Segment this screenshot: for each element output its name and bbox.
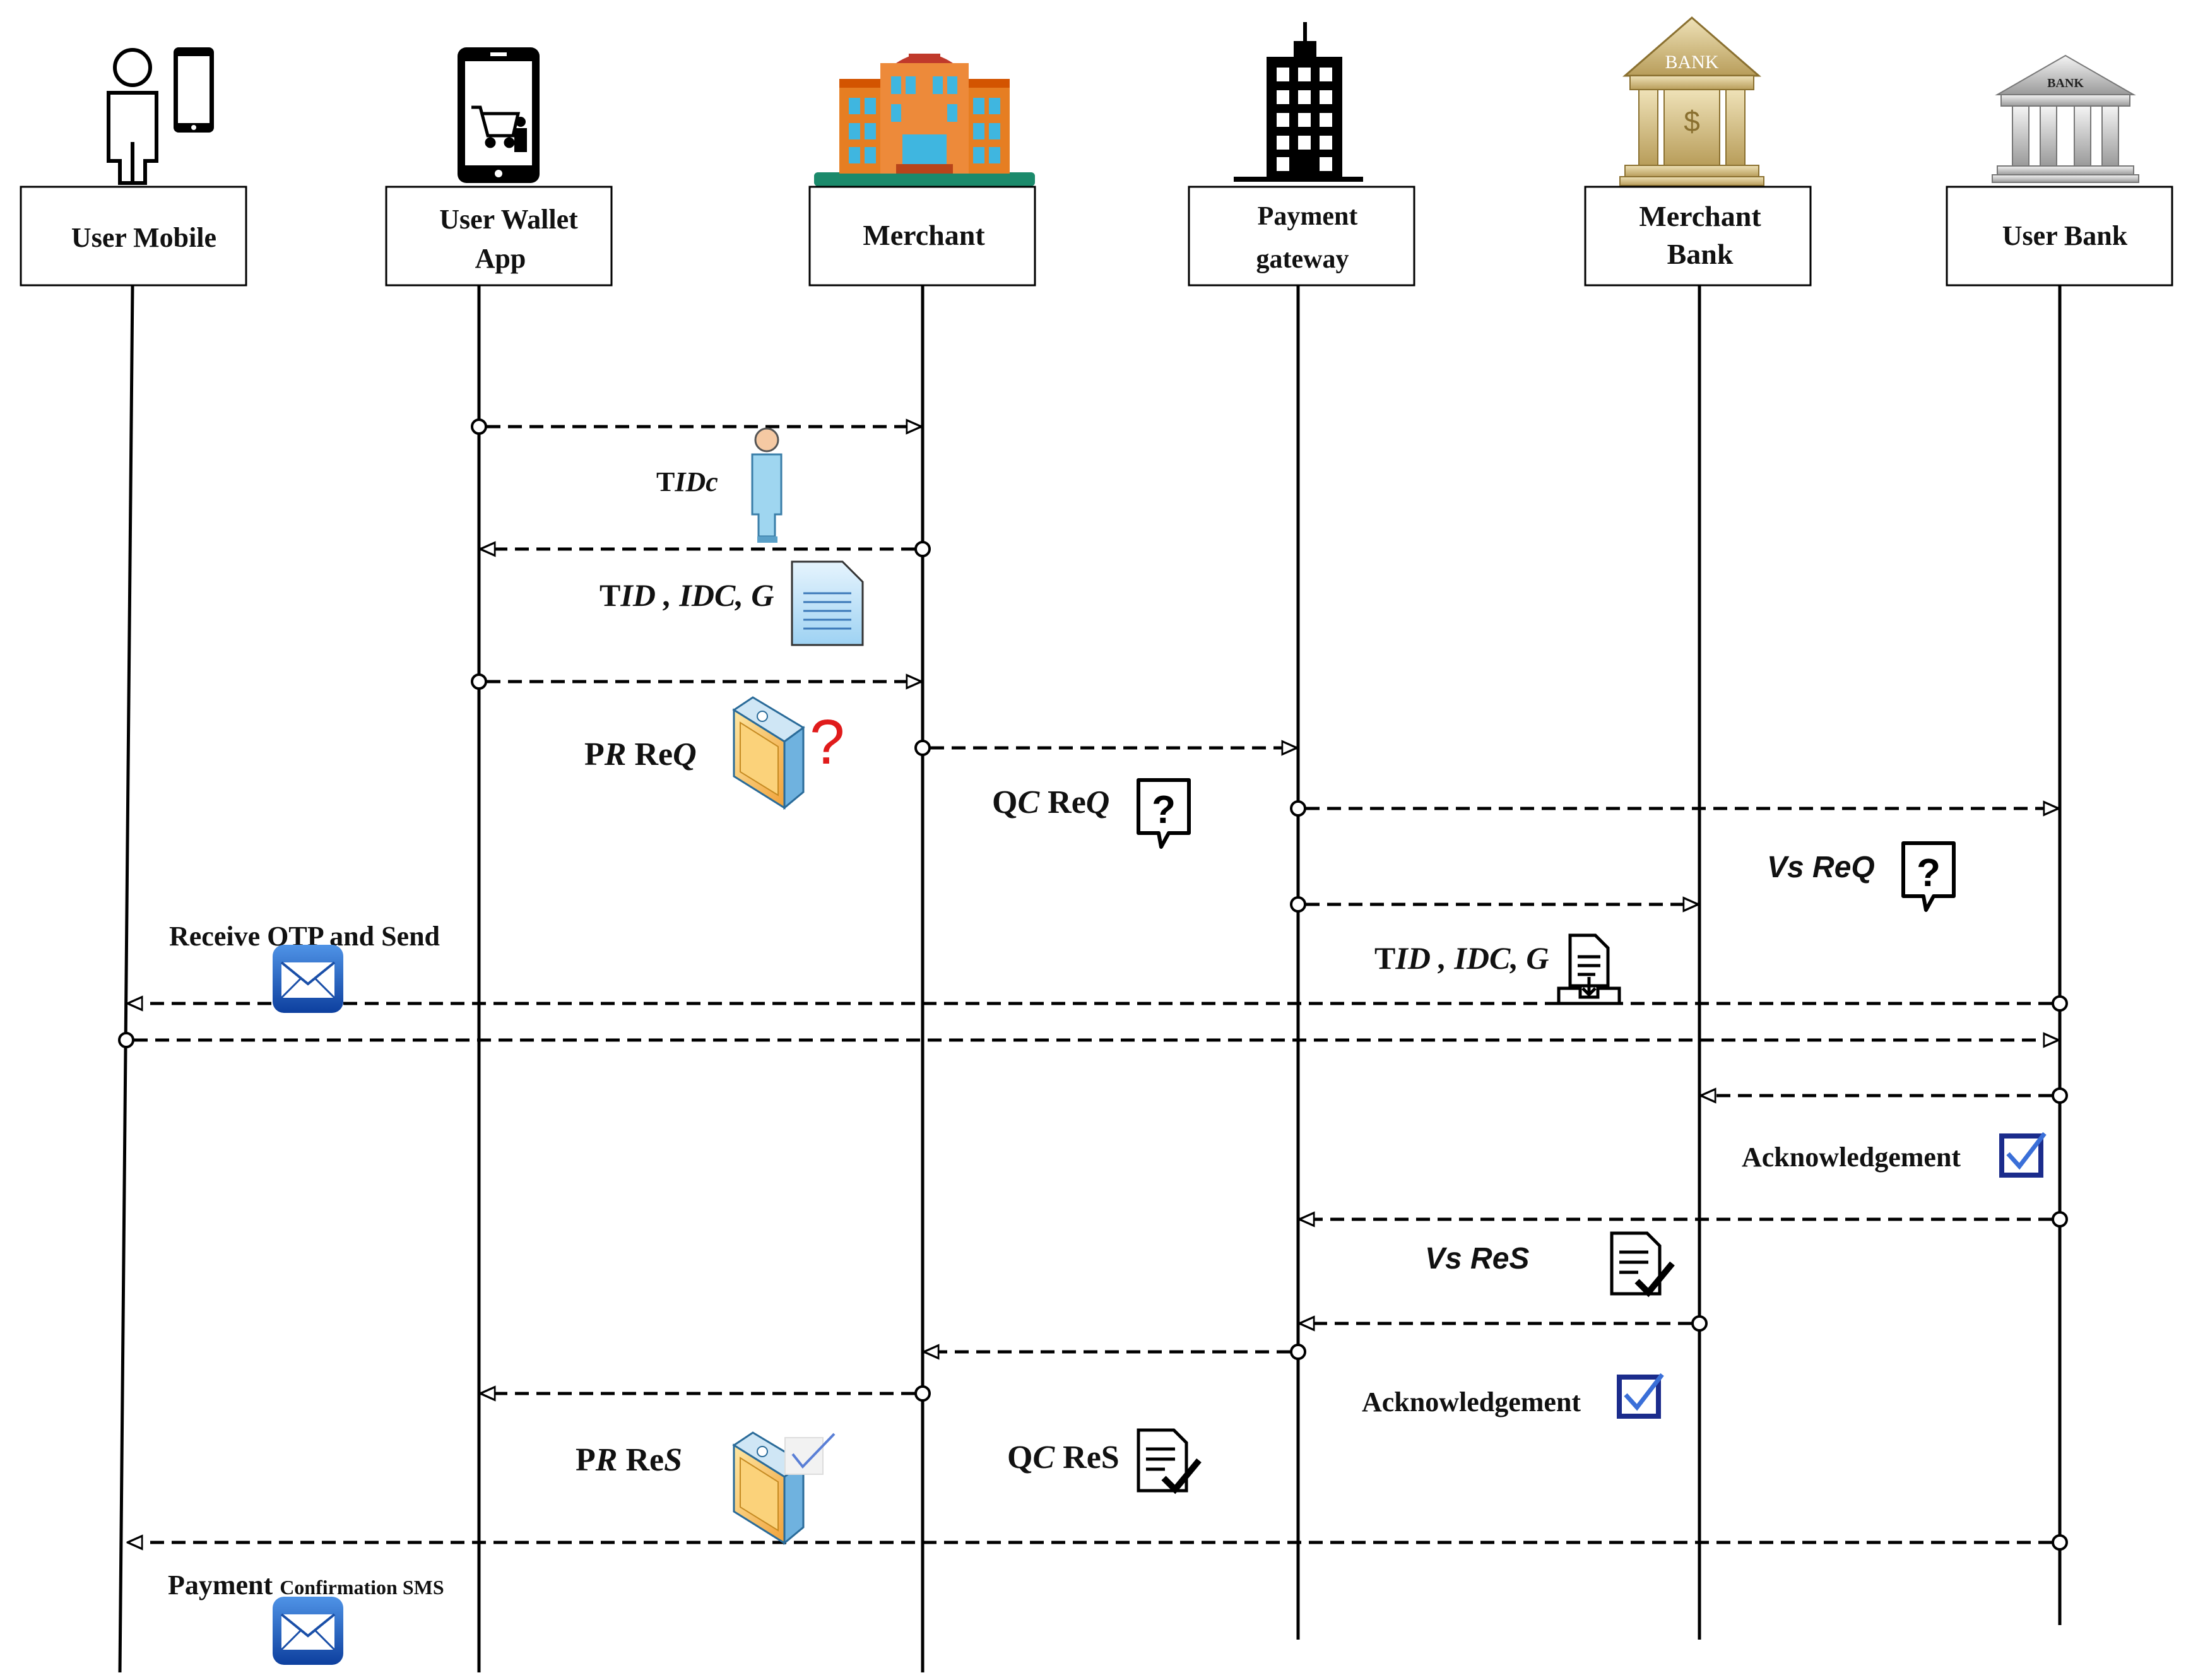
message-origin-dot [1290, 1344, 1306, 1360]
label-tidc: TIDc [656, 466, 718, 497]
lifeline-user-mobile [118, 285, 134, 1673]
actor-label-line-1: Payment [1258, 202, 1358, 231]
checkbox-checked-icon [784, 1433, 836, 1475]
checklist-document-icon [1137, 1428, 1202, 1494]
skyscraper-icon [1234, 22, 1363, 182]
message-origin-dot [2052, 1534, 2068, 1551]
person-icon [107, 48, 158, 185]
message-origin-dot [471, 673, 487, 690]
label-qc-req: QC ReQ [992, 784, 1109, 820]
actor-label: Merchant [863, 219, 985, 251]
message-origin-dot [471, 418, 487, 435]
question-bubble-icon: ? [1901, 841, 1956, 912]
label-payment-confirmation: Payment Confirmation SMS [168, 1570, 444, 1600]
label-tid-idc-g: TID , IDC, G [1374, 940, 1549, 976]
merchant-building-icon [814, 54, 1035, 186]
message-origin-dot [914, 1385, 931, 1402]
actor-user-mobile: User Mobile [20, 186, 247, 287]
label-vs-req: Vs ReQ [1767, 851, 1875, 884]
message-origin-dot [118, 1032, 134, 1048]
message-origin-dot [2052, 1211, 2068, 1227]
message-origin-dot [914, 740, 931, 756]
actor-label-line-2: gateway [1256, 245, 1349, 274]
server-box-icon [732, 696, 805, 810]
messages [118, 418, 2068, 1551]
actor-user-bank: User Bank [1946, 186, 2173, 287]
actor-merchant-bank: Merchant Bank [1584, 186, 1812, 287]
message-origin-dot [2052, 1087, 2068, 1104]
message-origin-dot [1290, 800, 1306, 817]
actor-user-wallet-app: User Wallet App [385, 186, 613, 287]
message-origin-dot [1290, 896, 1306, 913]
checkbox-checked-icon [1617, 1373, 1664, 1419]
actor-label-line-2: App [475, 243, 526, 274]
question-bubble-icon: ? [1137, 778, 1191, 849]
merchant-bank-icon: BANK $ [1619, 16, 1764, 186]
mail-icon [273, 1597, 343, 1665]
inbox-download-icon [1557, 933, 1621, 1005]
mail-icon [273, 945, 343, 1013]
svg-text:BANK: BANK [1665, 52, 1718, 73]
user-bank-icon: BANK [1992, 54, 2139, 183]
standing-man-icon [751, 427, 783, 543]
svg-text:?: ? [1917, 851, 1941, 895]
actor-label-line-1: Merchant [1639, 200, 1761, 232]
checkbox-checked-icon [1999, 1132, 2047, 1178]
label-acknowledgement: Acknowledgement [1742, 1142, 1961, 1173]
actor-merchant: Merchant [808, 186, 1036, 287]
label-vs-res: Vs ReS [1425, 1242, 1529, 1275]
actor-label: User Mobile [71, 222, 216, 253]
label-qc-res: QC ReS [1007, 1440, 1120, 1476]
checklist-document-icon [1610, 1231, 1675, 1298]
svg-text:?: ? [1152, 788, 1176, 832]
document-icon [791, 560, 864, 646]
shopping-cart-phone-icon [458, 47, 540, 183]
actor-label-line-1: User Wallet [439, 204, 578, 235]
question-mark-icon: ? [810, 707, 845, 778]
label-tid-idc-g: TID , IDC, G [600, 577, 774, 613]
actor-label-line-2: Bank [1667, 238, 1734, 270]
label-pr-res: PR ReS [576, 1442, 682, 1478]
label-pr-req: PR ReQ [584, 736, 697, 772]
actor-label: User Bank [2002, 220, 2128, 251]
message-origin-dot [914, 541, 931, 557]
message-origin-dot [2052, 995, 2068, 1012]
label-acknowledgement: Acknowledgement [1362, 1387, 1581, 1417]
svg-text:$: $ [1684, 105, 1700, 138]
svg-text:BANK: BANK [2047, 76, 2084, 90]
actor-payment-gateway: Payment gateway [1188, 186, 1415, 287]
smartphone-icon [174, 47, 214, 133]
message-origin-dot [1691, 1315, 1708, 1332]
